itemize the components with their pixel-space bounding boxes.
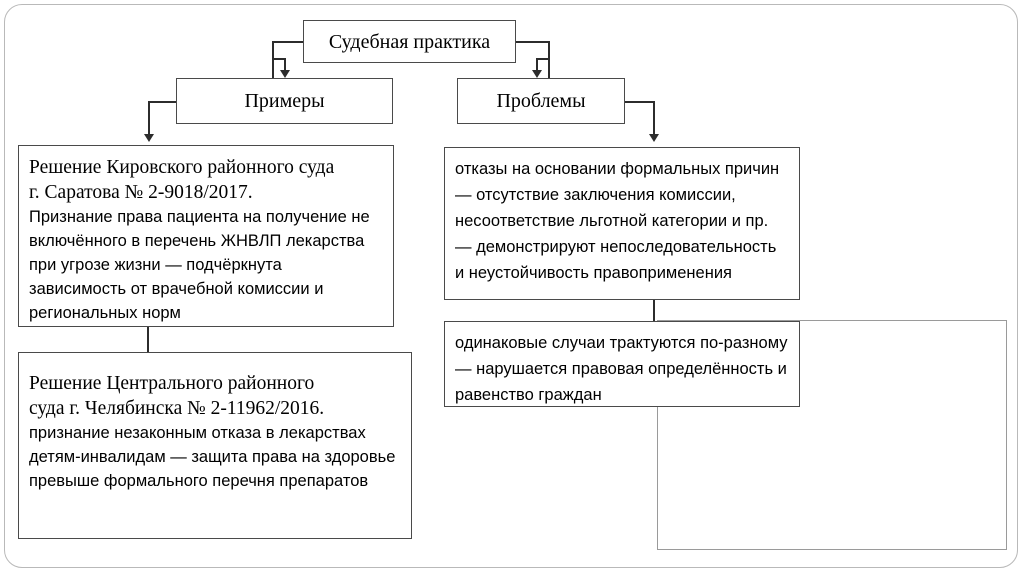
connector-problems-out	[624, 101, 655, 103]
node-branch-problems-label: Проблемы	[496, 90, 586, 112]
connector-problem-1-to-2	[653, 300, 655, 321]
arrowhead-to-problem-1	[649, 134, 659, 142]
card-example-1[interactable]: Решение Кировского районного суда г. Сар…	[18, 145, 394, 327]
node-branch-problems[interactable]: Проблемы	[457, 78, 625, 124]
node-branch-examples-label: Примеры	[244, 90, 325, 112]
connector-problems-rail	[536, 58, 549, 60]
card-example-2-heading-line-1: Решение Центрального районного	[29, 373, 315, 394]
node-root-label: Судебная практика	[328, 30, 491, 53]
connector-root-left-stub	[272, 41, 304, 43]
connector-examples-down	[148, 101, 150, 137]
connector-problems-drop	[536, 58, 538, 76]
connector-problems-down	[653, 101, 655, 137]
card-problem-2[interactable]: одинаковые случаи трактуются по-разному …	[444, 321, 800, 407]
arrowhead-to-examples	[280, 70, 290, 78]
node-root-sudebnaya-praktika[interactable]: Судебная практика	[303, 20, 516, 63]
connector-example-1-to-2	[147, 327, 149, 353]
card-problem-2-body: одинаковые случаи трактуются по-разному …	[455, 334, 788, 404]
connector-examples-rail	[272, 58, 285, 60]
card-example-1-body: Признание права пациента на получение не…	[29, 208, 370, 322]
connector-examples-out	[148, 101, 177, 103]
connector-examples-drop	[284, 58, 286, 76]
connector-root-right-stub	[516, 41, 549, 43]
arrowhead-to-problems	[532, 70, 542, 78]
card-example-2[interactable]: Решение Центрального районного суда г. Ч…	[18, 352, 412, 539]
card-problem-1-body: отказы на основании формальных причин — …	[455, 160, 780, 282]
card-example-1-heading-line-1: Решение Кировского районного суда	[29, 157, 335, 178]
card-example-1-heading-line-2: г. Саратова № 2-9018/2017.	[29, 182, 253, 203]
card-example-2-body: признание незаконным отказа в лекарствах…	[29, 424, 396, 490]
arrowhead-to-example-1	[144, 134, 154, 142]
card-example-2-heading-line-2: суда г. Челябинска № 2-11962/2016.	[29, 398, 325, 419]
card-problem-1[interactable]: отказы на основании формальных причин — …	[444, 147, 800, 300]
node-branch-examples[interactable]: Примеры	[176, 78, 393, 124]
